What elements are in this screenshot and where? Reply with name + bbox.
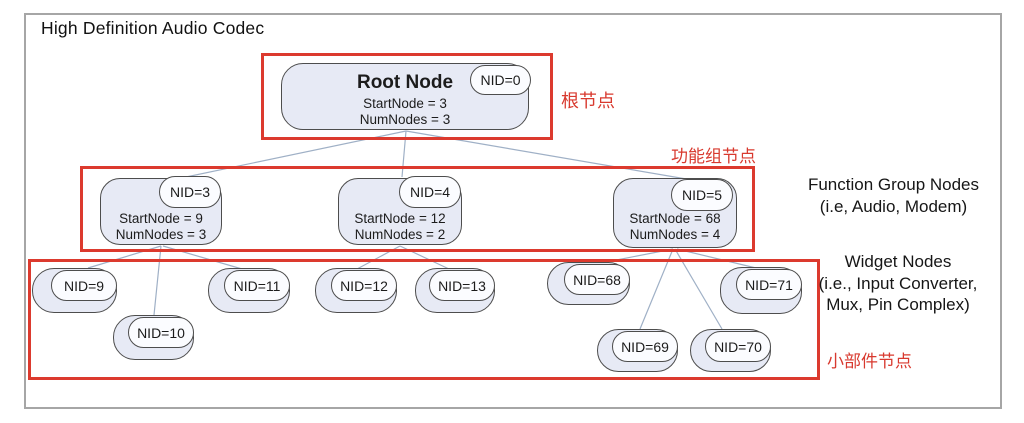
highlight-box-root: [261, 53, 553, 140]
widget-node-71: NID=71: [720, 267, 802, 314]
function-group-cn-label: 功能组节点: [671, 147, 756, 166]
diagram-title: High Definition Audio Codec: [41, 18, 265, 38]
widget-cn-label: 小部件节点: [827, 352, 912, 371]
widget-70-nid-badge: NID=70: [705, 331, 771, 362]
widget-12-nid-badge: NID=12: [331, 270, 397, 301]
widget-node-9: NID=9: [32, 268, 117, 313]
fg5-nid-badge: NID=5: [671, 179, 733, 211]
widget-69-nid-badge: NID=69: [612, 331, 678, 362]
root-num-nodes-text: NumNodes = 3: [359, 111, 451, 127]
widget-en-line3: Mux, Pin Complex): [826, 295, 970, 314]
function-group-en-line2: (i.e, Audio, Modem): [819, 196, 968, 216]
root-node-cn-label: 根节点: [561, 91, 615, 111]
root-start-node-text: StartNode = 3: [363, 96, 447, 111]
fg4-start-node-text: StartNode = 12: [354, 211, 446, 226]
widget-node-69: NID=69: [597, 329, 678, 372]
highlight-box-widgets: [28, 259, 820, 380]
widget-71-nid-badge: NID=71: [736, 269, 802, 300]
widget-9-nid-badge: NID=9: [51, 270, 117, 301]
widget-node-68: NID=68: [547, 262, 630, 305]
widget-node-70: NID=70: [690, 329, 771, 372]
widget-node-13: NID=13: [415, 268, 495, 313]
diagram-outer-border: [24, 13, 1002, 409]
widget-node-10: NID=10: [113, 315, 194, 360]
function-group-node-5: NID=5 StartNode = 68 NumNodes = 4: [613, 178, 737, 248]
widget-68-nid-badge: NID=68: [564, 264, 630, 295]
widget-13-nid-badge: NID=13: [429, 270, 495, 301]
function-group-node-4: NID=4 StartNode = 12 NumNodes = 2: [338, 176, 462, 245]
widget-en-label: Widget Nodes (i.e., Input Converter, Mux…: [798, 251, 998, 316]
root-nid-badge: NID=0: [470, 65, 531, 95]
widget-en-line2: (i.e., Input Converter,: [818, 273, 978, 293]
fg5-start-node-text: StartNode = 68: [629, 211, 721, 226]
fg5-num-nodes-text: NumNodes = 4: [629, 226, 721, 242]
function-group-en-line1: Function Group Nodes: [807, 175, 980, 194]
widget-node-11: NID=11: [208, 268, 290, 313]
widget-10-nid-badge: NID=10: [128, 317, 194, 348]
highlight-box-function-groups: [80, 166, 755, 252]
function-group-node-3: NID=3 StartNode = 9 NumNodes = 3: [100, 176, 222, 245]
root-node: NID=0 Root Node StartNode = 3 NumNodes =…: [281, 63, 531, 130]
widget-en-line1: Widget Nodes: [844, 252, 952, 271]
fg3-nid-badge: NID=3: [159, 176, 221, 208]
fg4-num-nodes-text: NumNodes = 2: [354, 226, 446, 242]
fg3-num-nodes-text: NumNodes = 3: [115, 226, 207, 242]
fg3-start-node-text: StartNode = 9: [119, 211, 203, 226]
fg4-nid-badge: NID=4: [399, 176, 461, 208]
widget-node-12: NID=12: [315, 268, 397, 313]
function-group-en-label: Function Group Nodes (i.e, Audio, Modem): [791, 174, 996, 217]
root-node-title: Root Node: [356, 72, 454, 93]
widget-11-nid-badge: NID=11: [224, 270, 290, 301]
